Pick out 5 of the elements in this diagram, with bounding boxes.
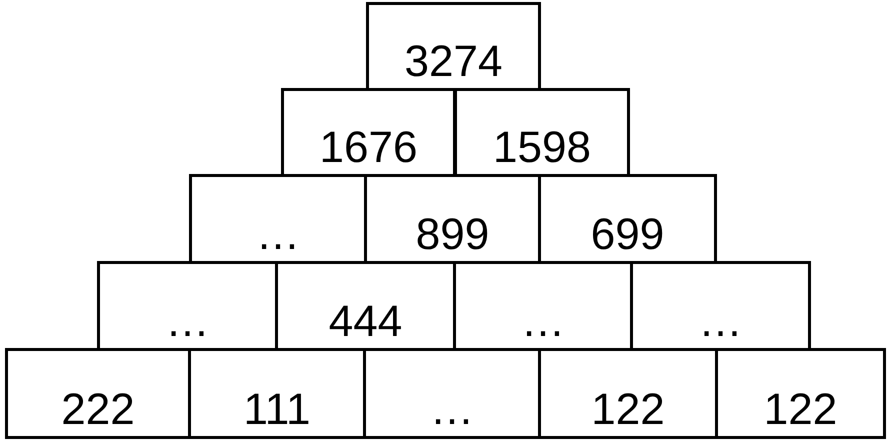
pyramid-block: 222	[5, 348, 191, 439]
pyramid-block: 122	[715, 348, 886, 439]
pyramid-block: 1676	[281, 88, 456, 177]
pyramid-block: 3274	[366, 2, 541, 91]
pyramid-block: 1598	[454, 88, 630, 177]
